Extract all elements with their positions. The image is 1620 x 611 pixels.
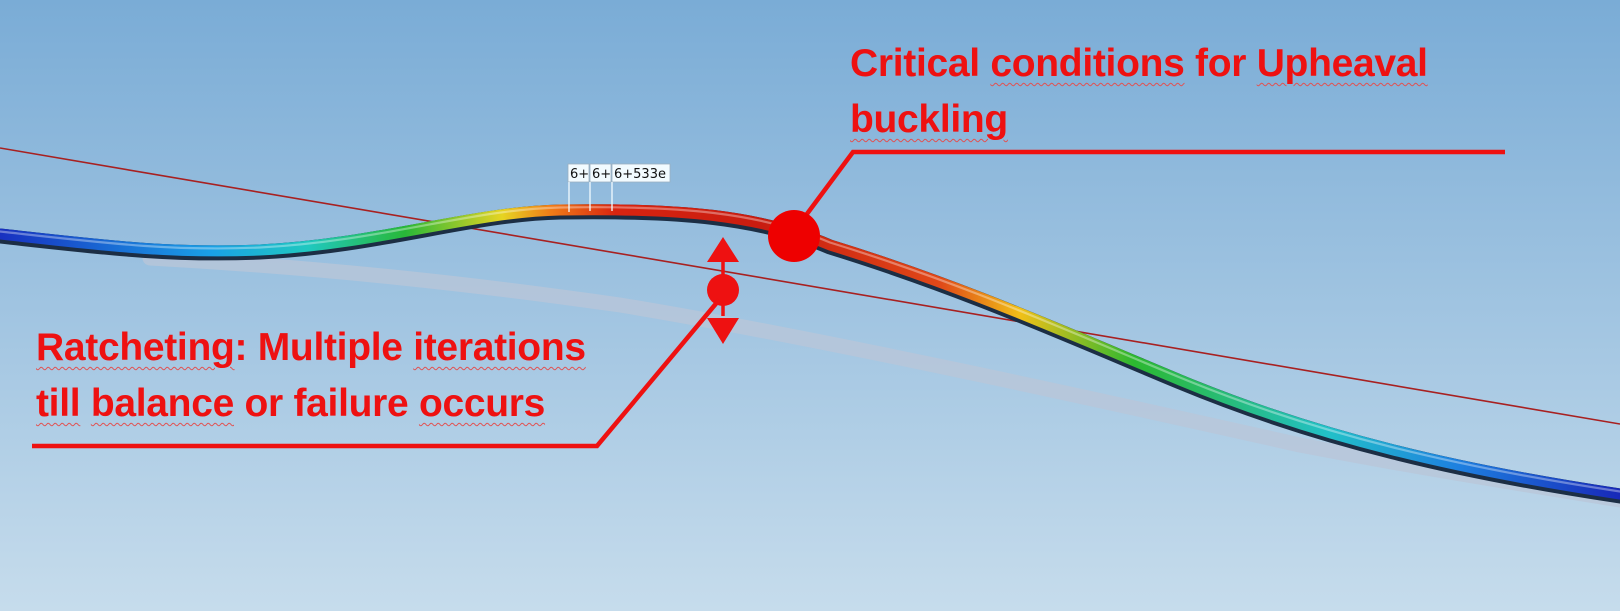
node-label-box-2 <box>589 163 612 183</box>
ratchet-label-line-1: Ratcheting: Multiple iterations <box>36 326 586 369</box>
node-label-3: 6+533e <box>614 167 666 182</box>
ratchet-leader-line <box>32 298 721 449</box>
critical-conditions-label: Critical conditions for Upheaval bucklin… <box>850 36 1428 148</box>
buckled-pipe <box>0 204 1620 500</box>
ratchet-arrow-down <box>707 318 739 344</box>
node-label-2: 6+ <box>592 167 611 182</box>
pipe-highlight <box>0 206 1620 493</box>
ratcheting-label: Ratcheting: Multiple iterations till bal… <box>36 320 586 432</box>
critical-label-line-1: Critical conditions for Upheaval <box>850 42 1428 85</box>
node-label-1: 6+ <box>570 167 589 182</box>
node-label-box-1 <box>567 163 590 183</box>
critical-point-marker <box>768 149 1505 262</box>
reference-line <box>0 147 1620 425</box>
ratchet-arrow-up <box>707 237 739 262</box>
critical-label-line-2: buckling <box>850 98 1008 141</box>
node-label-box-3 <box>611 163 671 183</box>
critical-leader-line <box>796 149 1505 228</box>
ratchet-dot <box>707 274 739 306</box>
ratcheting-marker <box>32 237 739 449</box>
ratchet-label-line-2: till balance or failure occurs <box>36 382 546 425</box>
node-labels: 6+ 6+ 6+533e <box>567 163 671 212</box>
critical-point-dot <box>768 210 820 262</box>
